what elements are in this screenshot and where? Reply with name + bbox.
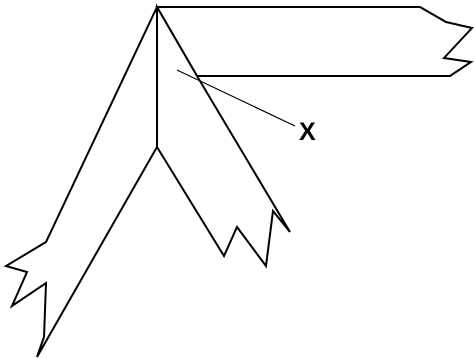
right-strip: [155, 6, 474, 77]
middle-strip: [156, 3, 291, 269]
label-leader-line: [176, 69, 296, 127]
left-strip: [3, 6, 158, 358]
point-label: X: [299, 118, 316, 146]
